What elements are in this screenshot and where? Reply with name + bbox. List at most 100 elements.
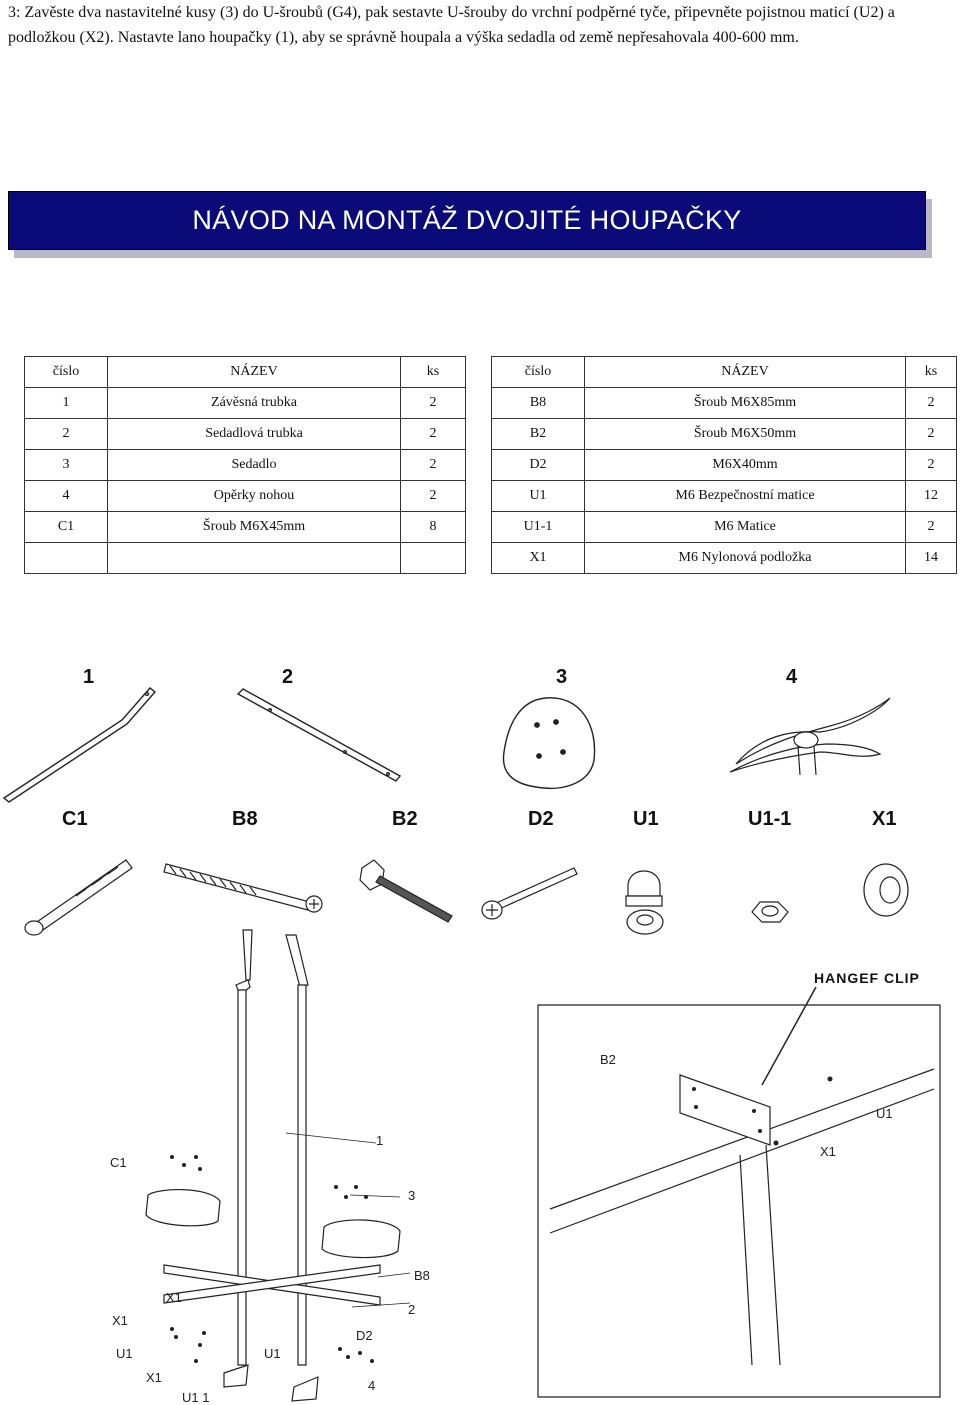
bolt-b8-drawing [163,863,323,913]
cell-ks: 2 [400,480,466,512]
header-ks: ks [905,356,957,388]
label-c1: C1 [110,1155,127,1170]
cell-cislo: U1 [491,480,585,512]
cell-ks: 2 [905,449,957,481]
cell-ks: 2 [400,387,466,419]
seat-tube-drawing [236,688,402,782]
header-nazev: NÁZEV [107,356,401,388]
cell-nazev: M6X40mm [584,449,906,481]
label-u1-b: U1 [264,1346,281,1361]
detail-frame [537,1004,941,1398]
parts-drawings-row1 [2,687,891,803]
seat-tube-2 [163,1264,381,1304]
table-row: 4 Opěrky nohou 2 [24,480,466,512]
cap-nut-u1-drawing [625,870,664,935]
table-header-row: číslo NÁZEV ks [24,356,466,388]
cell-ks [400,542,466,574]
hanger-clip-diagram [537,986,941,1398]
part-label-c1: C1 [62,808,88,830]
parts-table-left: číslo NÁZEV ks 1 Závěsná trubka 2 2 Seda… [24,356,466,574]
table-row: 3 Sedadlo 2 [24,449,466,481]
cell-cislo: X1 [491,542,585,574]
table-row: C1 Šroub M6X45mm 8 [24,511,466,543]
cell-ks: 2 [400,449,466,481]
cell-ks: 8 [400,511,466,543]
table-row: 1 Závěsná trubka 2 [24,387,466,419]
cell-ks: 14 [905,542,957,574]
cell-nazev: Sedadlová trubka [107,418,401,450]
part-label-x1: X1 [872,808,897,830]
cell-ks: 2 [905,418,957,450]
cell-cislo: U1-1 [491,511,585,543]
part-label-2: 2 [282,666,294,688]
bolt-d2-drawing [481,867,578,920]
cell-cislo: B2 [491,418,585,450]
part-label-u1-1: U1-1 [748,808,792,830]
hex-nut-u1-1-drawing [751,901,789,923]
table-row: U1 M6 Bezpečnostní matice 12 [491,480,957,512]
label-1: 1 [376,1133,384,1148]
label-2: 2 [408,1302,416,1317]
table-row: B8 Šroub M6X85mm 2 [491,387,957,419]
cell-nazev: Závěsná trubka [107,387,401,419]
table-row: 2 Sedadlová trubka 2 [24,418,466,450]
label-b8: B8 [414,1268,430,1283]
table-row: U1-1 M6 Matice 2 [491,511,957,543]
header-nazev: NÁZEV [584,356,906,388]
assembly-diagram [145,929,411,1402]
label-3: 3 [408,1188,416,1203]
cell-ks: 2 [400,418,466,450]
cell-cislo: 1 [24,387,108,419]
hanger-clip-bracket [679,1074,771,1146]
cell-cislo: D2 [491,449,585,481]
cell-cislo: B8 [491,387,585,419]
carriage-bolt-c1-drawing [24,859,133,936]
cell-ks: 2 [905,511,957,543]
part-label-u1: U1 [633,808,659,830]
hanger-label-x1: X1 [820,1144,836,1159]
cell-cislo: 4 [24,480,108,512]
label-4: 4 [368,1378,376,1393]
hanger-label-b2: B2 [600,1052,616,1067]
part-label-4: 4 [786,666,798,688]
table-row: X1 M6 Nylonová podložka 14 [491,542,957,574]
hanger-tube-drawing [2,687,157,803]
hex-bolt-b2-drawing [359,859,453,923]
seat-drawing [502,697,596,790]
header-ks: ks [400,356,466,388]
hardware-drawings-row2 [24,859,909,936]
cell-ks: 12 [905,480,957,512]
cell-nazev: Šroub M6X85mm [584,387,906,419]
parts-table-right: číslo NÁZEV ks B8 Šroub M6X85mm 2 B2 Šro… [491,356,957,574]
hanger-tube-left [237,989,247,1366]
part-label-3: 3 [556,666,568,688]
cell-nazev: Šroub M6X50mm [584,418,906,450]
part-label-b8: B8 [232,808,258,830]
cell-cislo: C1 [24,511,108,543]
seat-left [145,1189,221,1227]
label-x1-a: X1 [166,1290,182,1305]
washer-x1-drawing [863,863,909,917]
table-row: D2 M6X40mm 2 [491,449,957,481]
label-d2: D2 [356,1328,373,1343]
label-x1-c: X1 [146,1370,162,1385]
cell-nazev: M6 Matice [584,511,906,543]
part-label-d2: D2 [528,808,554,830]
cell-nazev: Opěrky nohou [107,480,401,512]
table-row [24,542,466,574]
cell-nazev [107,542,401,574]
hanger-tube-right [297,984,307,1366]
label-u1-a: U1 [116,1346,133,1361]
cell-nazev: Šroub M6X45mm [107,511,401,543]
footrest-drawing [729,697,891,776]
cell-nazev: Sedadlo [107,449,401,481]
part-label-1: 1 [83,666,95,688]
intro-paragraph: 3: Zavěste dva nastavitelné kusy (3) do … [8,4,895,46]
cell-cislo [24,542,108,574]
part-label-b2: B2 [392,808,418,830]
cell-nazev: M6 Nylonová podložka [584,542,906,574]
table-header-row: číslo NÁZEV ks [491,356,957,388]
cell-cislo: 2 [24,418,108,450]
hanger-label-u1: U1 [876,1106,893,1121]
cell-cislo: 3 [24,449,108,481]
